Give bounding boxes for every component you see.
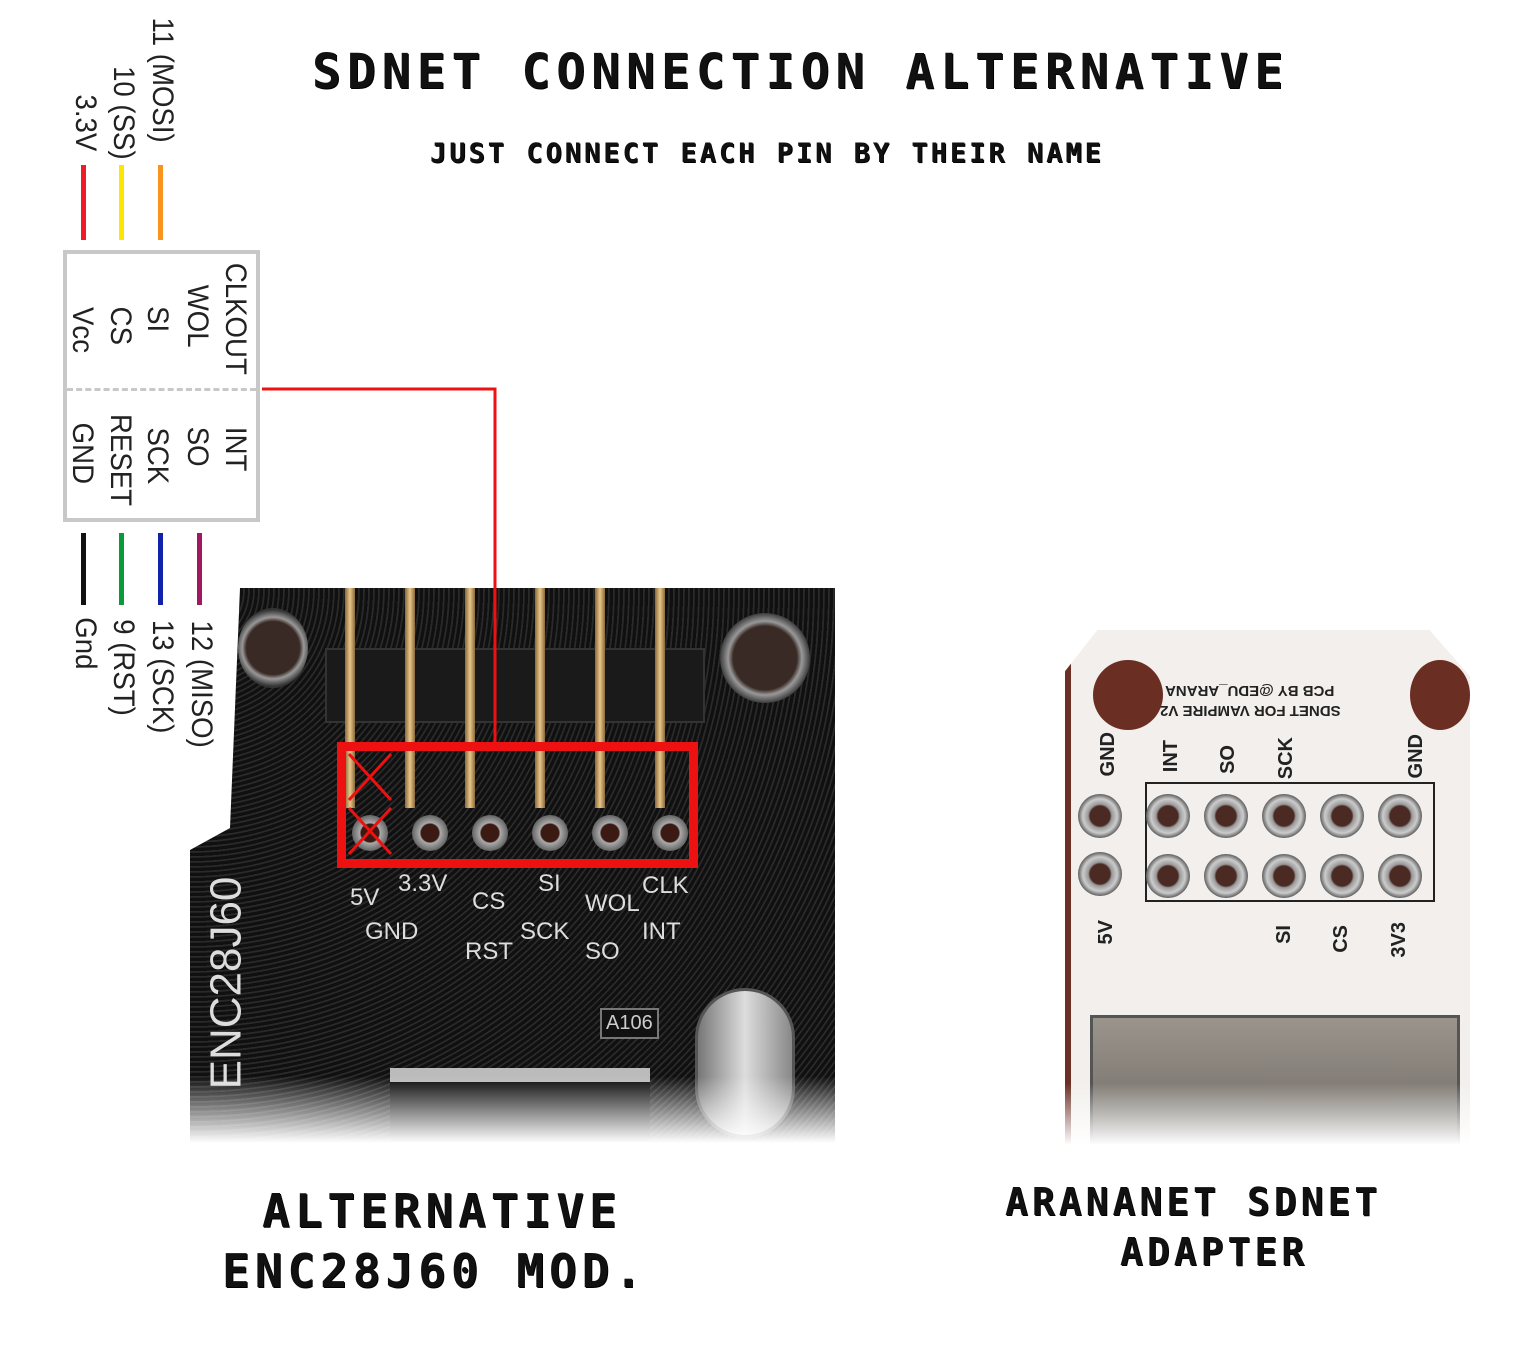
- wire-label-ss: 10 (SS): [107, 66, 140, 160]
- silk-si: SI: [538, 870, 561, 897]
- enc-caption-line2: ENC28J60 MOD.: [222, 1244, 648, 1298]
- pad: [1146, 794, 1190, 838]
- header-pin: [655, 588, 665, 808]
- sdnet-caption-line2: ADAPTER: [1120, 1230, 1309, 1274]
- wire-label-gnd: Gnd: [69, 617, 102, 670]
- pad: [1204, 794, 1248, 838]
- wire-gnd: [81, 533, 86, 605]
- pin-cs: CS: [104, 306, 137, 346]
- header-outline: [1145, 782, 1435, 902]
- silk-cs: CS: [472, 888, 506, 915]
- crystal: [695, 988, 795, 1138]
- silk-rst: RST: [465, 938, 513, 965]
- pin-gnd: GND: [66, 422, 99, 485]
- pad: [1320, 794, 1364, 838]
- part-label: A106: [600, 1008, 659, 1039]
- pad: [1320, 854, 1364, 898]
- silk-sck: SCK: [520, 918, 570, 945]
- label-sck: SCK: [1275, 737, 1297, 780]
- sdnet-adapter-board: PCB BY @EDU_ARANA SDNET FOR VAMPIRE V2 G…: [1045, 630, 1470, 1145]
- label-gnd: GND: [1097, 732, 1119, 777]
- connector-box: [63, 250, 260, 522]
- header-pin: [535, 588, 545, 808]
- silk-wol: WOL: [585, 890, 640, 917]
- pin-sck: SCK: [141, 427, 174, 485]
- silk-so: SO: [585, 938, 620, 965]
- pad: [1078, 794, 1122, 838]
- pad: [1078, 852, 1122, 896]
- pad: [1262, 854, 1306, 898]
- label-gnd-right: GND: [1405, 734, 1427, 779]
- pin-so: SO: [181, 426, 214, 467]
- pad: [472, 815, 508, 851]
- divider: [67, 388, 256, 391]
- wire-ss: [119, 165, 124, 240]
- pin-si: SI: [141, 306, 174, 333]
- label-int: INT: [1160, 740, 1182, 773]
- wire-3v3: [81, 165, 86, 240]
- mount-hole-right: [1410, 660, 1470, 730]
- header-pin: [595, 588, 605, 808]
- wire-sck: [158, 533, 163, 605]
- pad: [592, 815, 628, 851]
- pad: [1146, 854, 1190, 898]
- pin-vcc: Vcc: [66, 307, 99, 354]
- pad: [652, 815, 688, 851]
- wire-rst: [119, 533, 124, 605]
- label-si: SI: [1273, 925, 1295, 944]
- label-cs: CS: [1330, 925, 1352, 953]
- mount-hole-right: [720, 613, 810, 703]
- wire-label-sck: 13 (SCK): [146, 619, 179, 734]
- label-5v: 5V: [1095, 920, 1117, 945]
- pad: [1378, 794, 1422, 838]
- pcb-title: SDNET FOR VAMPIRE V2: [1160, 702, 1341, 719]
- pin-clkout: CLKOUT: [219, 262, 252, 375]
- silk-int: INT: [642, 918, 681, 945]
- wire-miso: [197, 533, 202, 605]
- silk-3v3: 3.3V: [398, 870, 448, 897]
- mount-hole-left: [238, 608, 308, 688]
- pad: [1262, 794, 1306, 838]
- silk-chip-label: ENC28J60: [201, 876, 251, 1090]
- wire-label-miso: 12 (MISO): [185, 620, 218, 748]
- wire-label-3v3: 3.3V: [69, 94, 102, 152]
- wire-label-mosi: 11 (MOSI): [146, 17, 179, 143]
- silk-5v: 5V: [350, 884, 380, 911]
- pcb-credit: PCB BY @EDU_ARANA: [1165, 682, 1335, 699]
- pin-header-housing: [325, 648, 705, 723]
- highlight-box: [337, 742, 698, 868]
- silk-gnd: GND: [365, 918, 419, 945]
- ic-chip: [390, 1068, 650, 1143]
- pad: [1378, 854, 1422, 898]
- enc-caption-line1: ALTERNATIVE: [262, 1184, 622, 1238]
- silk-clk: CLK: [642, 872, 689, 899]
- page-subtitle: JUST CONNECT EACH PIN BY THEIR NAME: [430, 138, 1104, 169]
- sd-card-slot: [1090, 1015, 1460, 1145]
- label-so: SO: [1217, 745, 1239, 774]
- pad: [1204, 854, 1248, 898]
- pad: [532, 815, 568, 851]
- wire-mosi: [158, 165, 163, 240]
- mount-hole-left: [1093, 660, 1163, 730]
- excluded-pins-x-icon: [347, 752, 393, 856]
- sdnet-caption-line1: ARANANET SDNET: [1005, 1180, 1382, 1224]
- wire-label-rst: 9 (RST): [107, 619, 140, 716]
- pin-int: INT: [219, 426, 252, 472]
- pin-wol: WOL: [181, 284, 214, 348]
- pin-reset: RESET: [104, 414, 137, 507]
- label-3v3: 3V3: [1388, 922, 1410, 958]
- page-title: SDNET CONNECTION ALTERNATIVE: [312, 44, 1290, 100]
- pad: [412, 815, 448, 851]
